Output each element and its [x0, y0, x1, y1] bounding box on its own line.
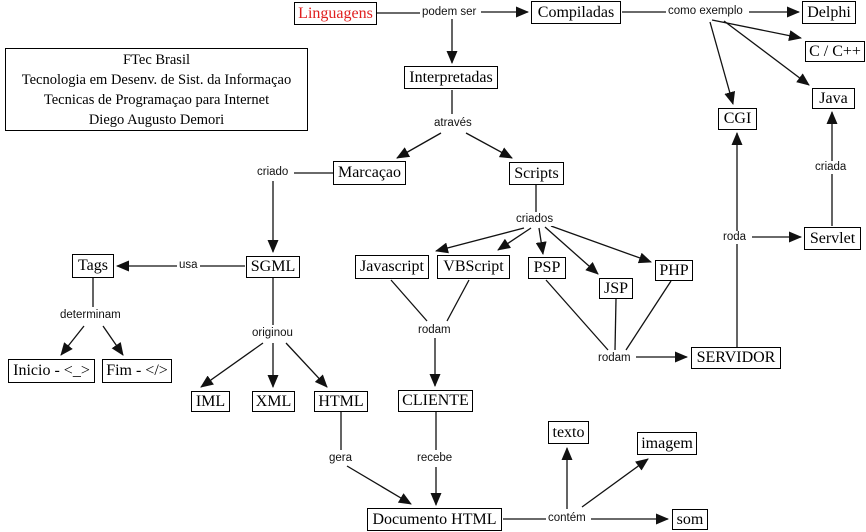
- info-box: FTec Brasil Tecnologia em Desenv. de Sis…: [5, 48, 308, 131]
- node-som[interactable]: som: [672, 509, 708, 530]
- edge-label-atraves[interactable]: através: [432, 117, 474, 130]
- edge-label-criado[interactable]: criado: [255, 166, 291, 179]
- node-inicio[interactable]: Inicio - <_>: [8, 359, 95, 383]
- edge-determinam-to-fim: [102, 325, 124, 356]
- info-line-1: FTec Brasil: [122, 51, 191, 68]
- edge-label-roda[interactable]: roda: [721, 231, 749, 244]
- edge-criados-to-psp: [535, 227, 547, 255]
- edge-comoexemplo-to-cgi: [709, 21, 736, 105]
- node-scripts[interactable]: Scripts: [509, 162, 564, 185]
- edge-label-originou[interactable]: originou: [250, 327, 295, 340]
- edge-contem-to-imagem: [581, 458, 649, 508]
- node-tags[interactable]: Tags: [72, 254, 114, 278]
- edge-gera-to-dochtml: [346, 465, 412, 505]
- node-vbscript[interactable]: VBScript: [437, 255, 510, 279]
- edge-label-contem[interactable]: contém: [546, 512, 588, 525]
- node-cliente[interactable]: CLIENTE: [398, 390, 473, 412]
- node-delphi[interactable]: Delphi: [802, 1, 856, 24]
- edge-label-usa[interactable]: usa: [177, 259, 200, 272]
- node-php[interactable]: PHP: [655, 260, 693, 281]
- info-line-4: Diego Augusto Demori: [88, 111, 225, 128]
- edge-label-gera[interactable]: gera: [327, 452, 355, 465]
- edge-determinam-to-inicio: [60, 325, 85, 356]
- node-sgml[interactable]: SGML: [246, 256, 300, 278]
- node-java[interactable]: Java: [812, 88, 855, 109]
- edge-jsp-rodam: [614, 298, 617, 351]
- edge-label-como-exemplo[interactable]: como exemplo: [666, 5, 745, 18]
- node-marcacao[interactable]: Marcaçao: [333, 161, 406, 185]
- node-linguagens[interactable]: Linguagens: [294, 2, 377, 25]
- edge-comoexemplo-to-java: [723, 20, 810, 86]
- edge-criados-to-php: [550, 225, 652, 264]
- edge-label-determinam[interactable]: determinam: [58, 309, 123, 322]
- node-jsp[interactable]: JSP: [599, 278, 633, 299]
- edge-label-podem-ser[interactable]: podem ser: [420, 6, 479, 19]
- edge-php-rodam: [625, 280, 672, 351]
- edge-atraves-to-scripts: [465, 132, 513, 159]
- edge-criados-to-javascript: [435, 227, 525, 254]
- node-texto[interactable]: texto: [548, 421, 589, 444]
- node-fim[interactable]: Fim - </>: [102, 359, 172, 383]
- edge-javascript-rodam: [390, 279, 428, 322]
- node-xml[interactable]: XML: [252, 391, 295, 412]
- edge-atraves-to-marcacao: [396, 132, 442, 159]
- node-servlet[interactable]: Servlet: [804, 227, 861, 250]
- edge-label-recebe[interactable]: recebe: [415, 452, 455, 465]
- node-html[interactable]: HTML: [314, 391, 368, 412]
- node-compiladas[interactable]: Compiladas: [531, 1, 621, 24]
- node-iml[interactable]: IML: [191, 391, 230, 412]
- node-interpretadas[interactable]: Interpretadas: [404, 66, 498, 89]
- edge-vbscript-rodam: [446, 279, 470, 322]
- edge-criados-to-vbscript: [497, 227, 532, 251]
- node-psp[interactable]: PSP: [528, 257, 566, 279]
- edge-originou-to-iml: [200, 342, 264, 388]
- edge-label-criada[interactable]: criada: [813, 161, 849, 174]
- edge-criados-to-jsp: [544, 226, 599, 275]
- node-c-cpp[interactable]: C / C++: [805, 41, 865, 62]
- edge-label-criados[interactable]: criados: [514, 213, 556, 226]
- info-line-3: Tecnicas de Programaçao para Internet: [43, 91, 270, 108]
- node-cgi[interactable]: CGI: [718, 108, 757, 130]
- info-line-2: Tecnologia em Desenv. de Sist. da Inform…: [21, 71, 292, 88]
- edge-psp-rodam: [545, 279, 609, 351]
- node-documento-html[interactable]: Documento HTML: [367, 508, 502, 531]
- node-javascript[interactable]: Javascript: [355, 255, 429, 279]
- edge-label-rodam-cliente[interactable]: rodam: [416, 324, 453, 337]
- node-imagem[interactable]: imagem: [637, 432, 697, 455]
- node-servidor[interactable]: SERVIDOR: [691, 347, 781, 369]
- edge-originou-to-html: [285, 342, 328, 388]
- edge-label-rodam-servidor[interactable]: rodam: [596, 352, 633, 365]
